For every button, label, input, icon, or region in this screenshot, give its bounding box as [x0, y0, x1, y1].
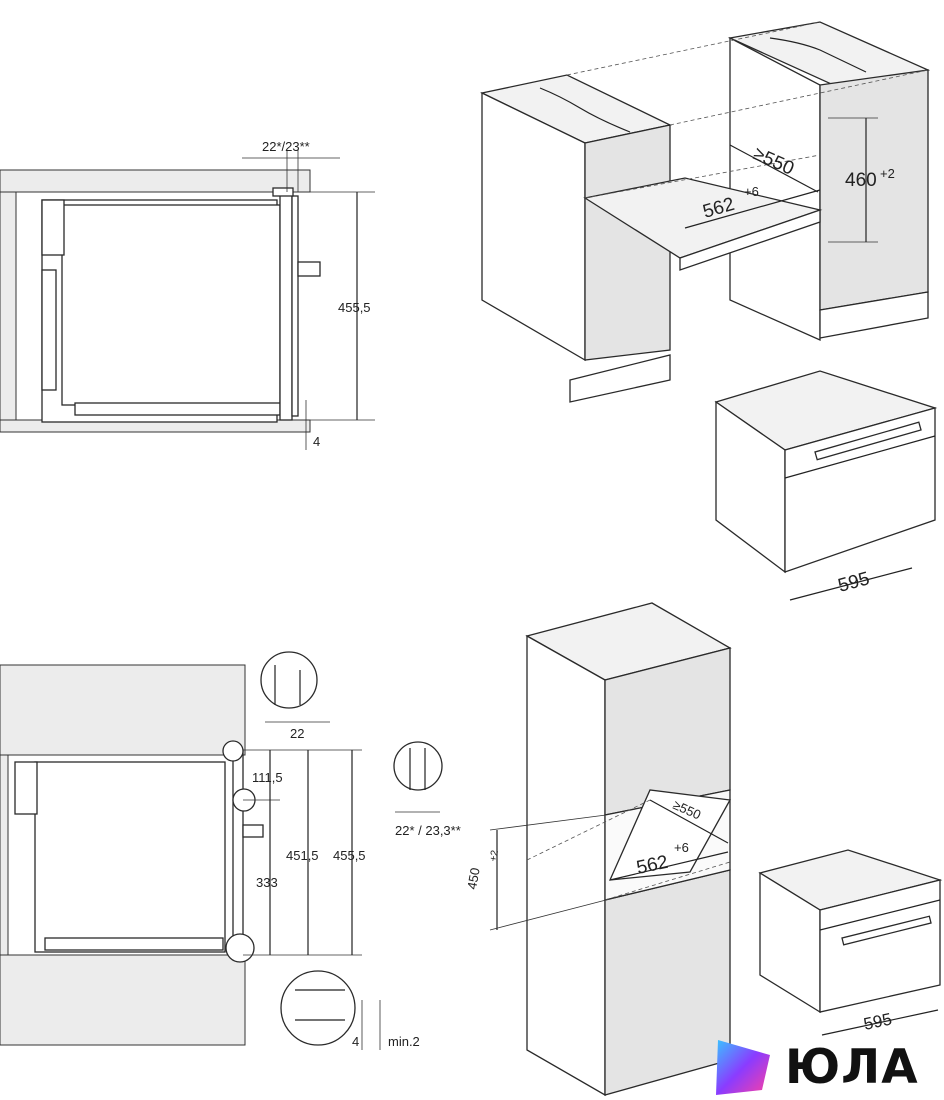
brand-logo-icon: [716, 1040, 770, 1095]
dim-side-gap-label: 22* / 23,3**: [395, 823, 461, 838]
top-right-appliance: 595: [714, 370, 938, 601]
detail-circle-bottom: [280, 970, 356, 1046]
dim-height-label-tr: 460: [845, 170, 877, 191]
dim-width-tol-label: +6: [744, 184, 759, 199]
dim-22-label: 22: [290, 726, 304, 741]
dim-appliance-width-label-br: 595: [862, 1009, 894, 1033]
dim-333-label: 333: [256, 875, 278, 890]
detail-circle-side: [393, 741, 443, 791]
dim-min-label: min.2: [388, 1034, 420, 1049]
bottom-left-section-view: 22 111,5 333 451,5 455,5 22* / 23,3** 4 …: [0, 651, 461, 1050]
brand-wordmark: ЮЛА: [785, 1040, 919, 1095]
dim-4555-label: 455,5: [333, 848, 366, 863]
bottom-right-tall-cabinet: ≥550 562 +6 450 +2: [464, 602, 732, 1097]
top-right-niche-iso: ≥550 562 +6 460 +2: [480, 21, 931, 403]
bottom-right-appliance: 595: [758, 849, 943, 1036]
dim-4515-label: 451,5: [286, 848, 319, 863]
top-left-section-view: 22*/23** 455,5 4: [0, 139, 375, 450]
dim-appliance-width-label: 595: [836, 568, 872, 596]
detail-circle-top: [260, 651, 318, 709]
dim-width-tol-label-br: +6: [674, 840, 689, 855]
dim-height-tol-label-tr: +2: [880, 166, 895, 181]
dim-gap-label: 22*/23**: [262, 139, 310, 154]
dim-height-label-br: 450: [464, 867, 483, 891]
dim-height-label: 455,5: [338, 300, 371, 315]
dim-111-label: 111,5: [252, 770, 283, 785]
dim-height-tol-label-br: +2: [488, 849, 501, 863]
dim-bottom-label: 4: [313, 434, 320, 449]
dim-4-label: 4: [352, 1034, 359, 1049]
